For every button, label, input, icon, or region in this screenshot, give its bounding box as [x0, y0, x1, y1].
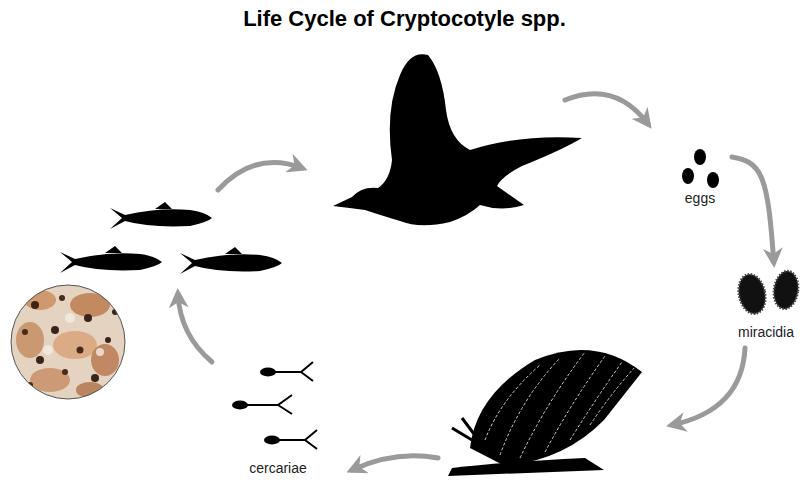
cercaria-icons	[233, 362, 317, 449]
stage-node: eggs	[668, 140, 732, 208]
egg	[694, 149, 706, 165]
cycle-arrow	[218, 162, 302, 190]
fish-silhouette	[110, 202, 212, 229]
stage-node: miracidia	[727, 262, 805, 342]
egg-icons	[682, 149, 719, 188]
skin-photo	[8, 282, 132, 406]
gull-silhouette	[333, 54, 582, 225]
fish-group	[60, 202, 282, 274]
cycle-arrow	[672, 348, 745, 425]
cycle-arrow	[732, 157, 774, 262]
egg	[707, 172, 719, 188]
stage-label: cercariae	[249, 460, 307, 478]
stage-label: miracidia	[738, 324, 794, 342]
cercaria	[265, 430, 317, 449]
cycle-arrow	[565, 94, 648, 124]
fish-silhouette	[60, 246, 162, 273]
fish-silhouette	[180, 247, 282, 274]
cycle-arrow	[178, 294, 212, 362]
cercaria	[261, 362, 313, 381]
cercaria	[233, 395, 292, 414]
photo-border	[11, 285, 125, 399]
snail-silhouette	[448, 350, 642, 476]
stage-label: eggs	[685, 190, 715, 208]
egg	[682, 168, 694, 184]
stage-node: cercariae	[226, 352, 330, 478]
cycle-arrow	[352, 456, 438, 470]
miracidium-icons	[735, 270, 800, 317]
diagram-title: Life Cycle of Cryptocotyle spp.	[0, 6, 809, 32]
